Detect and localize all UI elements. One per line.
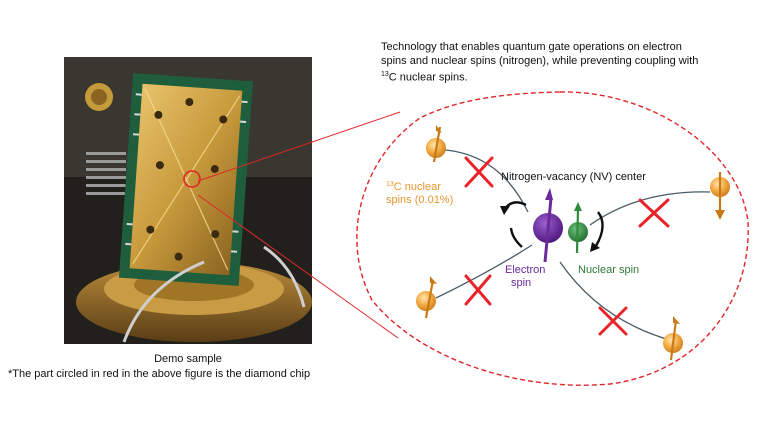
c13-spin-icon (416, 276, 437, 319)
c13-spin-icon (710, 172, 730, 220)
c13-label-super: 13 (386, 181, 394, 188)
dashed-zoom-outline (356, 91, 749, 386)
nuclear-spin-icon (568, 202, 588, 254)
diamond-chip-highlight (183, 170, 201, 188)
zoom-line-bottom (197, 194, 399, 339)
cross-icon (598, 306, 628, 336)
nv-center-label: Nitrogen-vacancy (NV) center (501, 171, 646, 183)
cross-icon (464, 156, 494, 188)
description-line-2: spins and nuclear spins (nitrogen), whil… (381, 54, 699, 67)
c13-spin-icon (426, 125, 446, 163)
electron-spin-icon (533, 188, 563, 263)
coupling-line-top-left (444, 149, 529, 213)
electron-spin-label-line1: Electron (505, 264, 545, 276)
c13-label-line2: spins (0.01%) (386, 194, 453, 206)
c13-label-text: C nuclear (394, 181, 441, 193)
description-line-3-text: C nuclear spins. (388, 71, 468, 84)
description-superscript: 13 (381, 71, 389, 78)
demo-sample-illustration (64, 57, 312, 344)
coupling-line-bottom-left (435, 244, 533, 299)
c13-label-line1: 13C nuclear (386, 181, 441, 193)
description-line-3: 13C nuclear spins. (381, 68, 768, 85)
zoom-line-top (197, 111, 401, 182)
electron-spin-label-line2: spin (511, 277, 531, 289)
c13-spin-icon (663, 316, 683, 361)
photo-caption-title: Demo sample (154, 353, 222, 365)
nuclear-spin-label: Nuclear spin (578, 264, 639, 276)
technology-description: Technology that enables quantum gate ope… (381, 41, 768, 85)
cross-icon (464, 274, 492, 306)
coupling-line-bottom-right (559, 261, 671, 341)
description-line-1: Technology that enables quantum gate ope… (381, 41, 682, 53)
photo-caption-note: *The part circled in red in the above fi… (8, 368, 311, 380)
cross-icon (638, 198, 670, 228)
demo-sample-photo (64, 57, 312, 344)
